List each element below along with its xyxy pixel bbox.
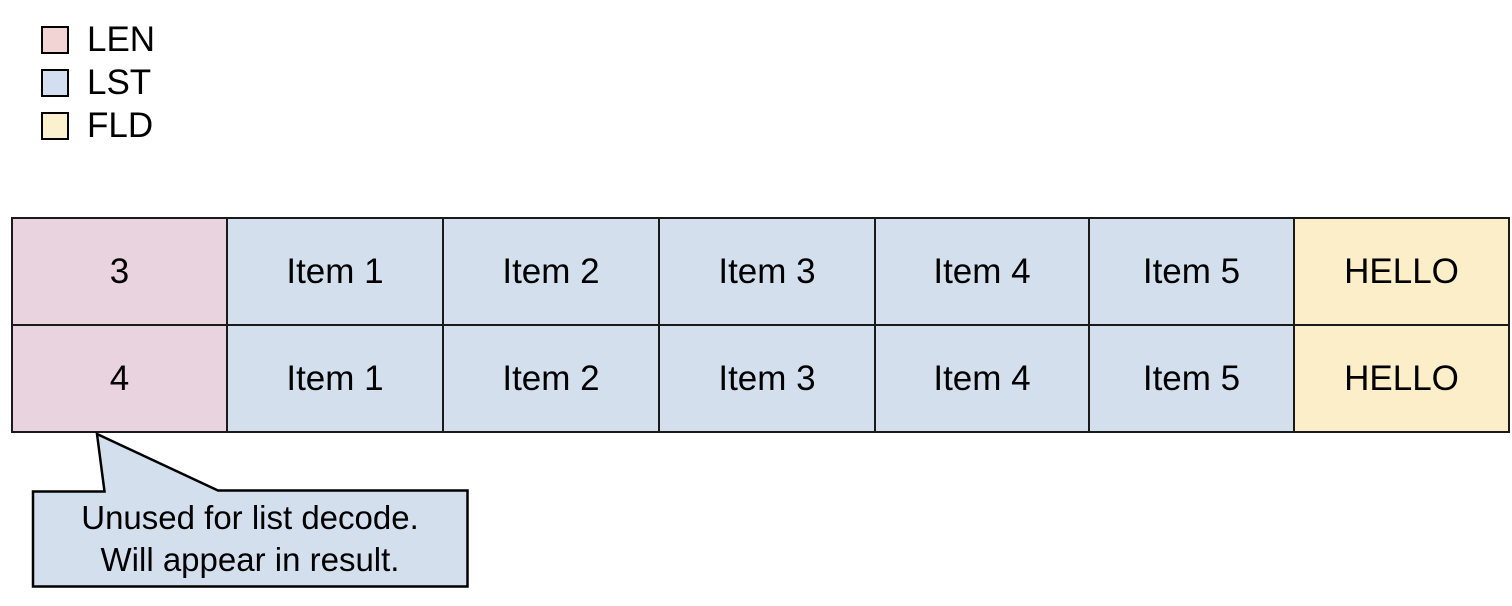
legend-item-len: LEN bbox=[41, 18, 301, 61]
square-swatch-icon bbox=[41, 68, 69, 97]
legend-item-label: LEN bbox=[87, 20, 156, 59]
table-row: 4 Item 1 Item 2 Item 3 Item 4 Item 5 HEL… bbox=[11, 324, 1510, 433]
callout-line-1: Unused for list decode. bbox=[81, 499, 419, 536]
packet-layout-table: 3 Item 1 Item 2 Item 3 Item 4 Item 5 HEL… bbox=[11, 217, 1510, 433]
legend: LEN LST FLD bbox=[41, 18, 301, 147]
cell-len: 4 bbox=[11, 324, 228, 433]
legend-item-lst: LST bbox=[41, 61, 301, 104]
square-swatch-icon bbox=[41, 25, 69, 54]
callout-line-2: Will appear in result. bbox=[100, 541, 400, 578]
cell-item-3: Item 3 bbox=[658, 324, 876, 433]
cell-item-5: Item 5 bbox=[1088, 217, 1295, 326]
legend-item-fld: FLD bbox=[41, 104, 301, 147]
cell-item-2: Item 2 bbox=[442, 324, 660, 433]
cell-item-3: Item 3 bbox=[658, 217, 876, 326]
legend-item-label: LST bbox=[87, 63, 152, 102]
cell-item-1: Item 1 bbox=[226, 324, 444, 433]
square-swatch-icon bbox=[41, 111, 69, 140]
legend-item-label: FLD bbox=[87, 106, 154, 145]
cell-fld: HELLO bbox=[1293, 324, 1510, 433]
cell-len: 3 bbox=[11, 217, 228, 326]
cell-item-4: Item 4 bbox=[874, 217, 1090, 326]
table-row: 3 Item 1 Item 2 Item 3 Item 4 Item 5 HEL… bbox=[11, 217, 1510, 326]
callout-text: Unused for list decode. Will appear in r… bbox=[33, 493, 467, 585]
cell-fld: HELLO bbox=[1293, 217, 1510, 326]
cell-item-4: Item 4 bbox=[874, 324, 1090, 433]
cell-item-2: Item 2 bbox=[442, 217, 660, 326]
cell-item-1: Item 1 bbox=[226, 217, 444, 326]
cell-item-5: Item 5 bbox=[1088, 324, 1295, 433]
